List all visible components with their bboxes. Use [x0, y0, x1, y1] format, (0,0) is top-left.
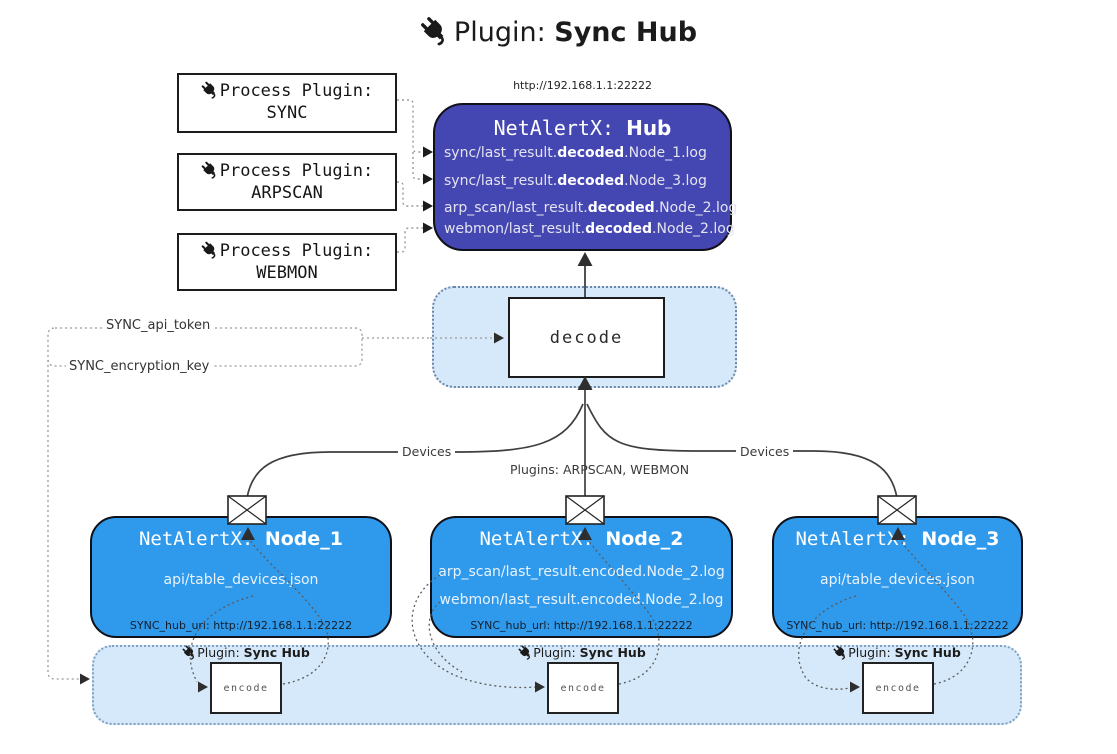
process-plugin-name: ARPSCAN — [251, 183, 323, 203]
sync-encryption-key-label: SYNC_encryption_key — [66, 359, 213, 374]
plug-icon — [182, 645, 197, 660]
node-3-box: NetAlertX: Node_3 api/table_devices.json… — [772, 516, 1023, 638]
sync-api-token-label: SYNC_api_token — [103, 318, 214, 333]
plug-icon — [518, 645, 533, 660]
plug-icon — [420, 16, 450, 46]
node-title: NetAlertX: Node_1 — [138, 528, 343, 550]
node-file: arp_scan/last_result.encoded.Node_2.log — [438, 564, 725, 580]
hub-log-line: webmon/last_result.decoded.Node_2.log — [444, 221, 735, 237]
plug-icon — [201, 81, 219, 99]
process-plugin-box-arpscan: Process Plugin: ARPSCAN — [177, 153, 397, 211]
devices-label-right: Devices — [736, 444, 794, 459]
plugins-label: Plugins: ARPSCAN, WEBMON — [506, 462, 694, 477]
node-2-box: NetAlertX: Node_2 arp_scan/last_result.e… — [430, 516, 733, 638]
devices-label-left: Devices — [398, 444, 456, 459]
decode-box: decode — [508, 297, 665, 378]
encode-box: encode — [547, 662, 619, 714]
node-hub-url: SYNC_hub_url: http://192.168.1.1:22222 — [129, 619, 353, 632]
hub-log-line: sync/last_result.decoded.Node_1.log — [444, 145, 707, 161]
encode-box: encode — [210, 662, 282, 714]
node-file: api/table_devices.json — [820, 572, 975, 588]
hub-title: NetAlertX: Hub — [493, 116, 672, 140]
plug-icon — [201, 161, 219, 179]
hub-url-label: http://192.168.1.1:22222 — [513, 79, 652, 92]
process-plugin-name: WEBMON — [256, 263, 318, 283]
plug-icon — [201, 241, 219, 259]
process-plugin-box-webmon: Process Plugin: WEBMON — [177, 233, 397, 291]
hub-log-line: arp_scan/last_result.decoded.Node_2.log — [444, 200, 738, 216]
node-file: api/table_devices.json — [163, 572, 319, 588]
page-title: Plugin: Sync Hub — [0, 16, 1117, 48]
node-hub-url: SYNC_hub_url: http://192.168.1.1:22222 — [786, 619, 1009, 632]
encoder-plugin-label: Plugin: Sync Hub — [166, 645, 326, 660]
encoder-plugin-label: Plugin: Sync Hub — [502, 645, 662, 660]
page-title-prefix: Plugin: — [453, 17, 555, 48]
node-1-box: NetAlertX: Node_1 api/table_devices.json… — [90, 516, 392, 638]
process-plugin-box-sync: Process Plugin: SYNC — [177, 73, 397, 133]
node-hub-url: SYNC_hub_url: http://192.168.1.1:22222 — [470, 619, 693, 632]
node-file: webmon/last_result.encoded.Node_2.log — [439, 592, 724, 608]
hub-box: NetAlertX: Hub sync/last_result.decoded.… — [433, 103, 738, 251]
encode-box: encode — [862, 662, 934, 714]
process-plugin-name: SYNC — [266, 103, 308, 123]
encoder-plugin-label: Plugin: Sync Hub — [817, 645, 977, 660]
hub-log-line: sync/last_result.decoded.Node_3.log — [444, 173, 707, 189]
plug-icon — [833, 645, 848, 660]
node-title: NetAlertX: Node_2 — [479, 528, 684, 550]
page-title-name: Sync Hub — [554, 17, 698, 48]
node-title: NetAlertX: Node_3 — [795, 528, 1000, 550]
